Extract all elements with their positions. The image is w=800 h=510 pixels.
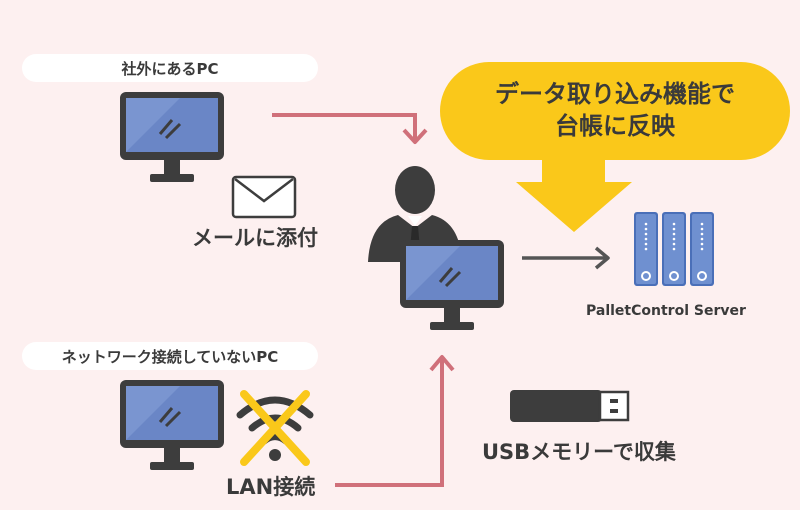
usb-stick-icon <box>510 390 630 422</box>
mail-flow-arrow <box>272 113 428 144</box>
server-icon <box>634 212 714 286</box>
server-flow-arrow <box>522 246 610 270</box>
central-pc-monitor <box>398 238 506 332</box>
lan-label: LAN接続 <box>226 475 316 499</box>
external-pc-pill: 社外にあるPC <box>22 54 318 82</box>
external-pc-monitor <box>118 90 226 184</box>
offline-pc-monitor <box>118 378 226 472</box>
offline-pc-pill: ネットワーク接続していないPC <box>22 342 318 370</box>
bubble-line-1: データ取り込み機能で <box>495 80 735 108</box>
import-bubble <box>440 62 790 232</box>
envelope-icon <box>231 175 297 219</box>
bubble-text: データ取り込み機能で 台帳に反映 <box>440 78 790 142</box>
external-pc-label: 社外にあるPC <box>121 59 219 78</box>
bubble-line-2: 台帳に反映 <box>555 112 675 140</box>
offline-pc-label: ネットワーク接続していないPC <box>61 347 279 366</box>
usb-label: USBメモリーで収集 <box>482 440 676 464</box>
server-label: PalletControl Server <box>586 303 746 319</box>
mail-attach-label: メールに添付 <box>192 226 318 250</box>
lan-flow-arrow <box>335 355 455 487</box>
no-wifi-icon <box>236 390 314 466</box>
